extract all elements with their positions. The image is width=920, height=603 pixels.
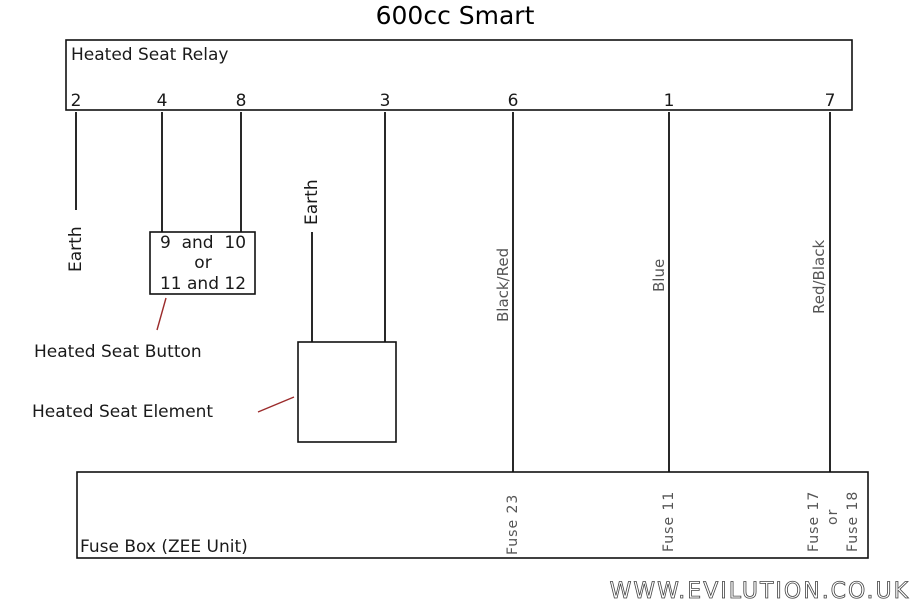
relay-pin-7: 7 (825, 91, 836, 111)
button-line-3: 11 and 12 (160, 274, 246, 294)
heated-seat-button-box (149, 231, 256, 295)
element-leader-line (257, 396, 295, 413)
fuse-23-label: Fuse 23 (505, 494, 521, 555)
relay-pin-1: 1 (664, 91, 675, 111)
button-leader-line (156, 297, 167, 331)
wire-label-red-black: Red/Black (810, 240, 828, 314)
wire-label-black-red: Black/Red (494, 248, 512, 322)
relay-pin-8: 8 (236, 91, 247, 111)
relay-label: Heated Seat Relay (71, 45, 228, 65)
button-line-2: or (194, 253, 211, 273)
wire-label-blue: Blue (650, 259, 668, 292)
relay-pin-2: 2 (71, 91, 82, 111)
watermark: WWW.EVILUTION.CO.UK (610, 579, 910, 603)
relay-pin-3: 3 (380, 91, 391, 111)
relay-box (65, 39, 853, 111)
heated-seat-element-label: Heated Seat Element (32, 402, 213, 422)
earth-label-element: Earth (302, 179, 322, 225)
relay-pin-6: 6 (508, 91, 519, 111)
fuse-box-label: Fuse Box (ZEE Unit) (80, 537, 248, 557)
diagram-title: 600cc Smart (376, 1, 535, 30)
fuse-box (76, 471, 869, 559)
heated-seat-button-label: Heated Seat Button (34, 342, 202, 362)
fuse-or-label: or (825, 509, 841, 525)
button-line-1: 9 and 10 (160, 233, 246, 253)
fuse-17-label: Fuse 17 (806, 491, 822, 552)
fuse-11-label: Fuse 11 (661, 491, 677, 552)
fuse-18-label: Fuse 18 (845, 491, 861, 552)
heated-seat-element-box (297, 341, 397, 443)
relay-pin-4: 4 (157, 91, 168, 111)
earth-label-pin-2: Earth (66, 226, 86, 272)
